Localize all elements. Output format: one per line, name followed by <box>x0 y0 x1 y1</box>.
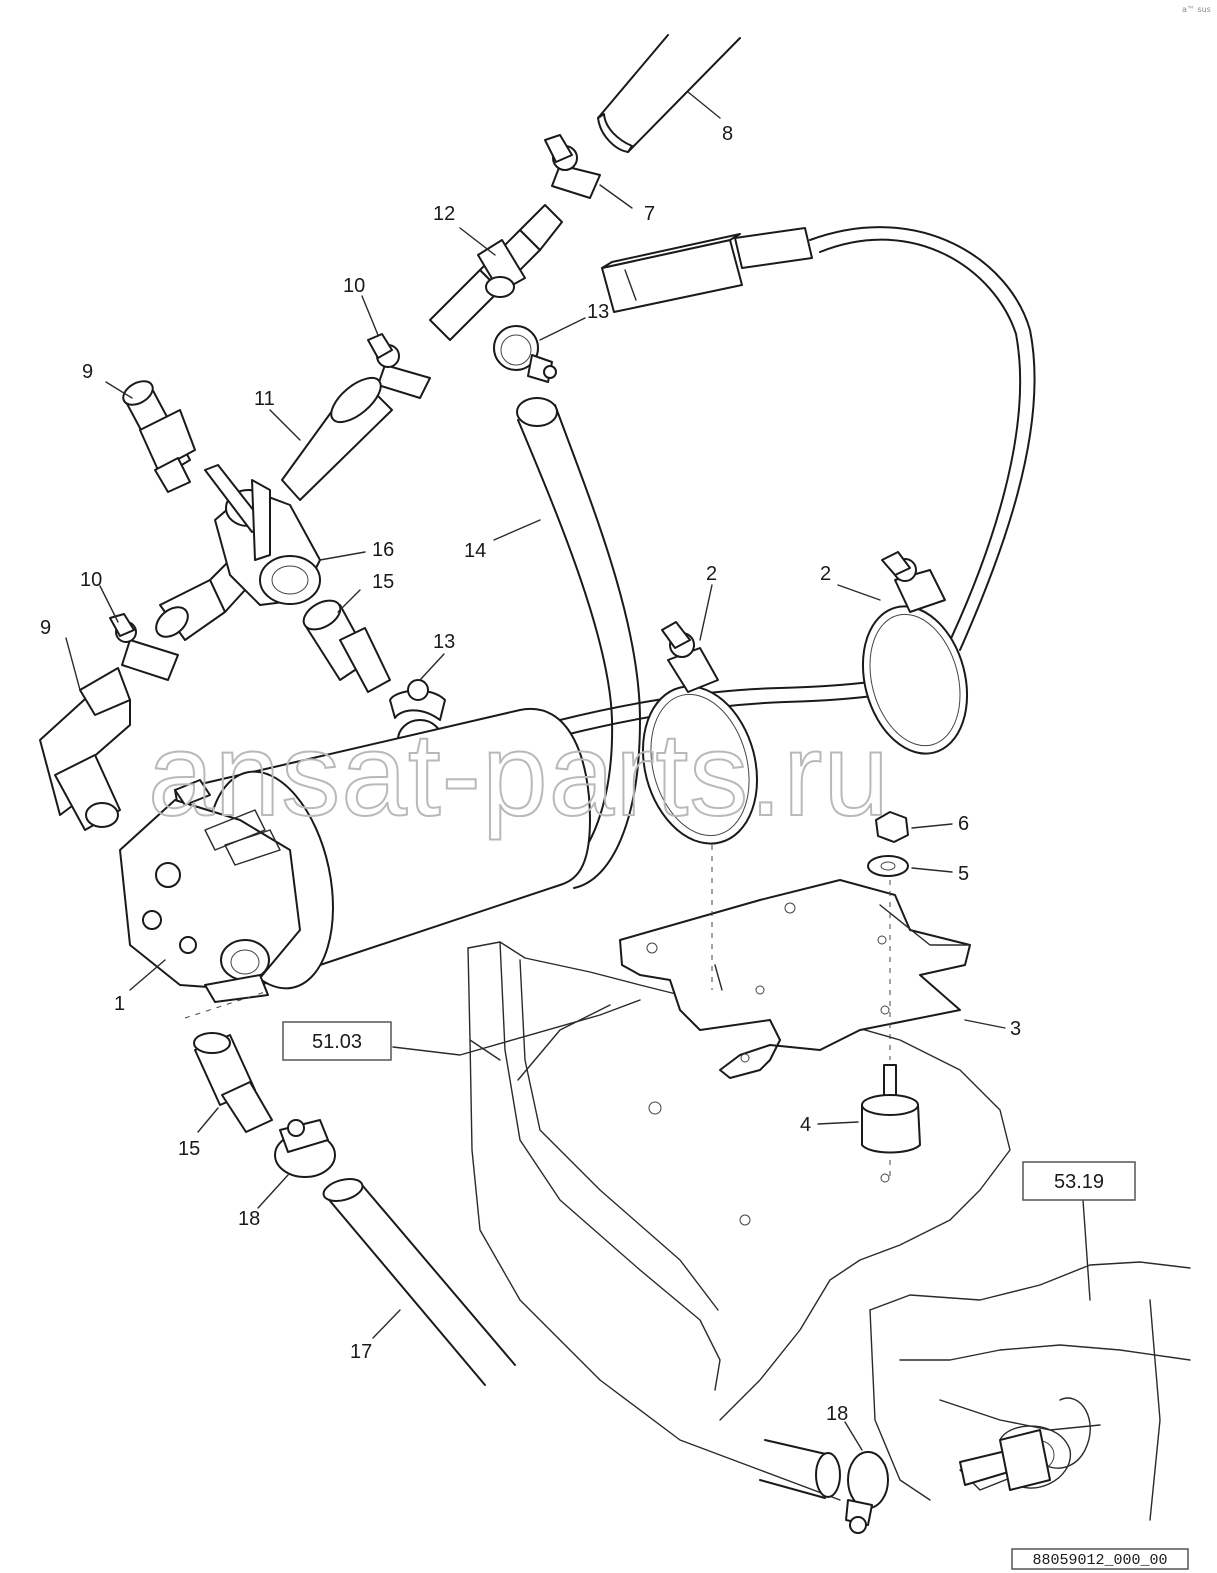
fitting-9-lower <box>39 667 131 831</box>
ref-box-label: 53.19 <box>1054 1171 1104 1193</box>
callout-18-left: 18 <box>238 1208 260 1230</box>
watermark-text: ansat-parts.ru <box>148 709 890 841</box>
callout-6: 6 <box>958 813 969 835</box>
callout-9-lower: 9 <box>40 617 51 639</box>
callout-16: 16 <box>372 539 394 561</box>
clamp-13-upper <box>493 325 557 383</box>
callout-2-right: 2 <box>820 563 831 585</box>
filter-head-16 <box>204 464 321 606</box>
alignment-lines <box>184 845 891 1180</box>
callout-labels: 8 7 12 13 10 9 11 14 16 15 10 13 9 2 2 6… <box>40 123 1021 1425</box>
clamp-10-upper <box>367 333 431 399</box>
drawing-number-box: 88059012_000_00 <box>1011 1548 1189 1570</box>
clamp-7 <box>544 134 601 199</box>
callout-17: 17 <box>350 1341 372 1363</box>
ref-box-53-19[interactable]: 53.19 <box>1022 1161 1136 1201</box>
corner-mark: a™ sus <box>1182 5 1211 14</box>
callout-18-bottom: 18 <box>826 1403 848 1425</box>
hose-17 <box>322 1178 516 1386</box>
hose-bottom <box>759 1439 841 1499</box>
fitting-15-lower <box>193 1032 273 1133</box>
hose-8 <box>597 34 741 153</box>
callout-5: 5 <box>958 863 969 885</box>
drawing-number: 88059012_000_00 <box>1032 1552 1167 1569</box>
callout-11: 11 <box>254 388 275 410</box>
callout-7: 7 <box>644 203 655 225</box>
clamp-18-bottom <box>845 1451 889 1534</box>
fuel-pump-1 <box>119 707 591 1003</box>
callout-4: 4 <box>800 1114 811 1136</box>
callout-13-upper: 13 <box>587 301 609 323</box>
callout-10-lower: 10 <box>80 569 102 591</box>
callout-2-left: 2 <box>706 563 717 585</box>
chassis-frame <box>467 941 1191 1521</box>
band-clamp-2-right <box>861 551 969 755</box>
clamp-10-lower <box>109 613 179 681</box>
band-clamp-2-left <box>641 621 759 845</box>
callout-13-lower: 13 <box>433 631 455 653</box>
fitting-15-upper <box>302 599 391 693</box>
callout-15-lower: 15 <box>178 1138 200 1160</box>
callout-9-upper: 9 <box>82 361 93 383</box>
bracket-3 <box>619 879 971 1079</box>
nut-6 <box>875 811 909 843</box>
callout-12: 12 <box>433 203 455 225</box>
tee-connector-12 <box>429 204 563 341</box>
callout-14: 14 <box>464 540 486 562</box>
bottom-connector <box>959 1429 1051 1491</box>
ref-box-51-03[interactable]: 51.03 <box>282 1021 392 1061</box>
clamp-18-left <box>274 1119 336 1178</box>
ref-box-label: 51.03 <box>312 1031 362 1053</box>
rubber-mount-4 <box>861 1064 921 1154</box>
callout-15-upper: 15 <box>372 571 394 593</box>
washer-5 <box>867 855 909 877</box>
wire-harness <box>559 226 1036 736</box>
callout-8: 8 <box>722 123 733 145</box>
callout-3: 3 <box>1010 1018 1021 1040</box>
callout-10-upper: 10 <box>343 275 365 297</box>
leader-lines <box>65 91 1091 1451</box>
fitting-9-upper <box>122 380 196 493</box>
callout-1: 1 <box>114 993 125 1015</box>
